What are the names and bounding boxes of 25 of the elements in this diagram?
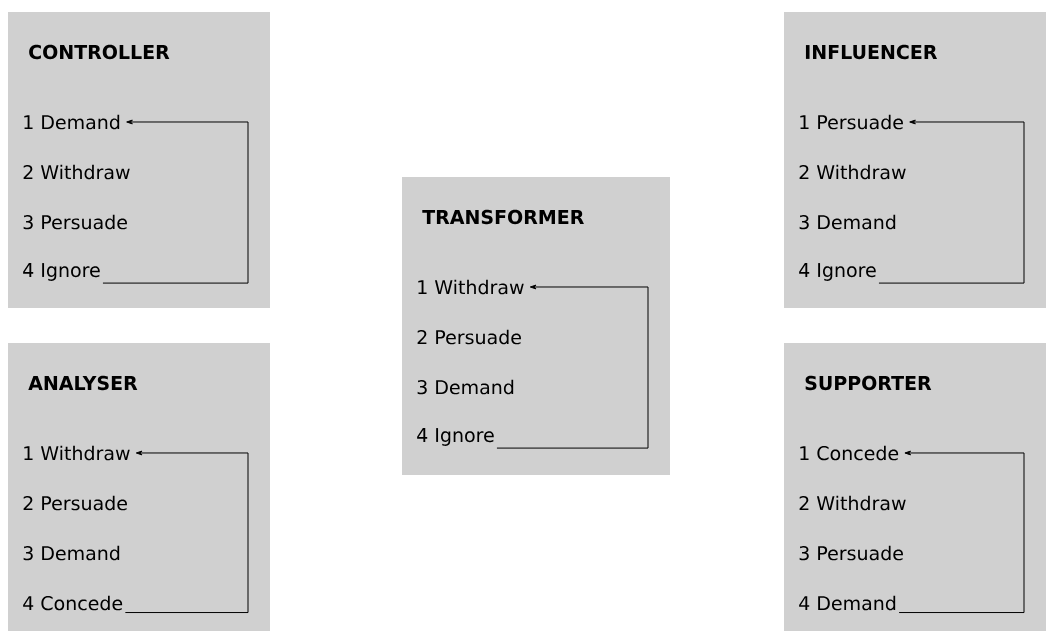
list-item: 2 Persuade [23,495,127,511]
list-item: 1 Withdraw [418,279,524,295]
list-item: 3 Demand [799,214,896,230]
list-item: 3 Demand [417,379,514,395]
return-arrow [102,119,249,284]
list-item: 3 Persuade [23,214,127,230]
list-item: 4 Concede [23,595,123,611]
list-item: 1 Demand [24,114,120,130]
list-item: 4 Demand [799,595,896,611]
list-item: 4 Ignore [417,428,494,446]
list-item: 2 Withdraw [799,164,906,180]
list-item: 3 Persuade [799,545,903,561]
return-arrow [878,119,1025,284]
list-item: 1 Withdraw [24,445,130,461]
list-item: 1 Concede [800,445,899,461]
list-item: 4 Ignore [799,263,876,281]
list-item: 4 Ignore [23,263,100,281]
list-item: 2 Withdraw [799,495,906,511]
list-item: 2 Persuade [417,329,521,345]
list-item: 3 Demand [23,545,120,561]
list-item: 2 Withdraw [23,164,130,180]
return-arrow [898,450,1025,614]
return-arrow [124,450,249,614]
return-arrow [496,284,649,449]
list-item: 1 Persuade [800,114,903,130]
